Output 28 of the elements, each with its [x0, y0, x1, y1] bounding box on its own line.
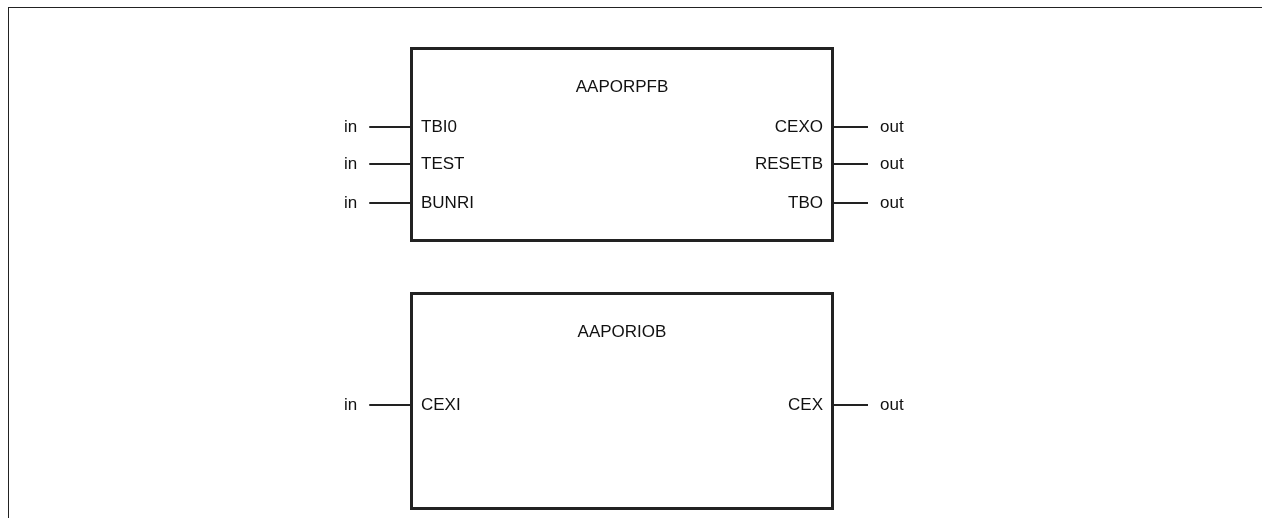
- block-name: AAPORPFB: [574, 77, 670, 97]
- pin-wire: [834, 125, 868, 129]
- pin-name: RESETB: [754, 154, 823, 174]
- terminal-label: in: [344, 154, 358, 174]
- terminal-label: in: [344, 117, 358, 137]
- terminal-label: out: [880, 193, 904, 213]
- pin-name: CEX: [788, 395, 823, 415]
- block-name: AAPORIOB: [576, 322, 668, 342]
- function-block: [410, 292, 834, 510]
- pin-name: TBI0: [421, 117, 457, 137]
- terminal-label: out: [880, 395, 904, 415]
- pin-name: TBO: [788, 193, 823, 213]
- pin-wire: [834, 201, 868, 205]
- function-block: [410, 47, 834, 242]
- pin-wire: [834, 403, 868, 407]
- terminal-label: in: [344, 395, 358, 415]
- pin-wire: [369, 162, 410, 166]
- pin-wire: [834, 162, 868, 166]
- pin-name: TEST: [421, 154, 465, 174]
- terminal-label: out: [880, 117, 904, 137]
- terminal-label: out: [880, 154, 904, 174]
- pin-wire: [369, 201, 410, 205]
- terminal-label: in: [344, 193, 358, 213]
- pin-wire: [369, 403, 410, 407]
- pin-name: CEXI: [421, 395, 461, 415]
- pin-wire: [369, 125, 410, 129]
- pin-name: BUNRI: [421, 193, 474, 213]
- pin-name: CEXO: [774, 117, 823, 137]
